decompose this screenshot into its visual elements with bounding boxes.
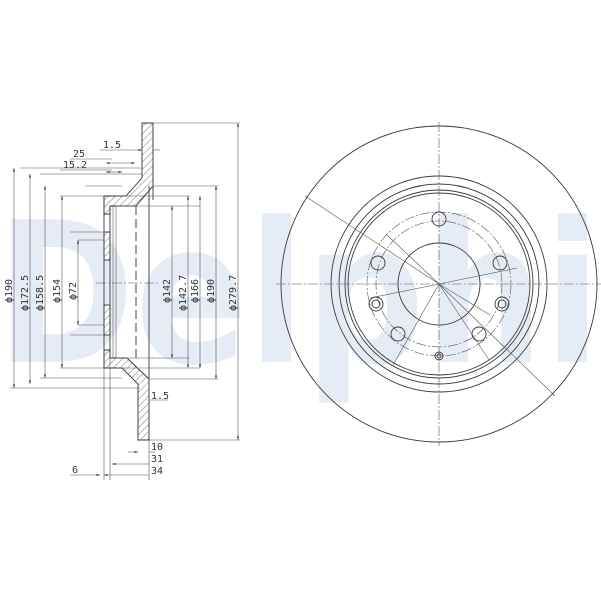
dim-flange-bottom: 1.5 <box>151 391 169 402</box>
bolt-holes <box>370 211 508 342</box>
dim-d154: ϕ154 <box>52 279 63 303</box>
hat-wall-lower <box>103 304 111 336</box>
front-view <box>276 122 601 446</box>
delphi-watermark: Delphi <box>0 181 601 409</box>
hat-wall-upper <box>103 231 111 261</box>
dim-height: 34 <box>151 466 163 477</box>
dim-d190-left: ϕ190 <box>4 279 15 303</box>
dim-flange-top: 1.5 <box>103 140 121 151</box>
dim-d72: ϕ72 <box>68 282 79 300</box>
dim-d190-right: ϕ190 <box>206 279 217 303</box>
dim-d279-7: ϕ279.7 <box>228 275 239 311</box>
dim-thickness: 10 <box>151 442 163 453</box>
dim-d172-5: ϕ172.5 <box>20 275 31 311</box>
dim-d142-7: ϕ142.7 <box>178 275 189 311</box>
locating-holes <box>368 296 510 361</box>
dim-d142: ϕ142 <box>162 279 173 303</box>
dim-offset: 15.2 <box>63 160 87 171</box>
dim-d158-5: ϕ158.5 <box>35 275 46 311</box>
dim-hat-depth: 25 <box>73 149 85 160</box>
dim-d166: ϕ166 <box>190 279 201 303</box>
section-view: 1.5 25 15.2 ϕ190 ϕ172.5 ϕ158.5 ϕ154 ϕ72 … <box>4 122 240 480</box>
dim-31: 31 <box>151 454 163 465</box>
dim-6: 6 <box>72 465 78 476</box>
svg-text:Delphi: Delphi <box>0 181 601 409</box>
